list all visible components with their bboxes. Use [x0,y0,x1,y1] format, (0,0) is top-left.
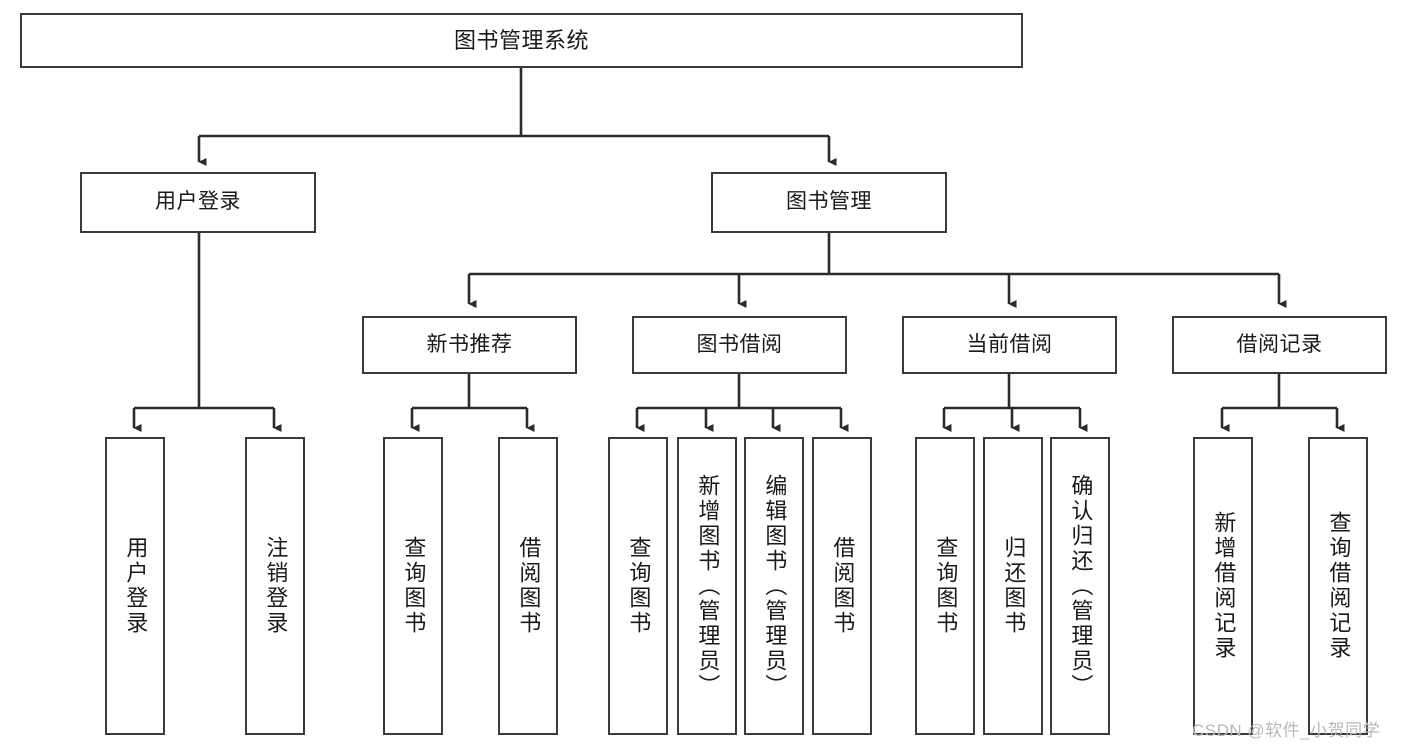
leaf-record-add-record-label: 新增借阅记录 [1211,511,1237,661]
leaf-borrow-add-book[interactable]: 新增图书（管理员） [677,437,737,735]
leaf-borrow-edit-book-label: 编辑图书（管理员） [762,473,788,699]
leaf-recommend-borrow-book[interactable]: 借阅图书 [498,437,558,735]
csdn-watermark: CSDN @软件_小贺同学 [1192,721,1381,740]
leaf-user-login-login[interactable]: 用户登录 [105,437,165,735]
leaf-recommend-query-book-label: 查询图书 [401,536,427,636]
leaf-record-query-record[interactable]: 查询借阅记录 [1308,437,1368,735]
node-current-borrow-label: 当前借阅 [966,332,1053,356]
node-book-borrow[interactable]: 图书借阅 [632,316,847,374]
leaf-user-login-logout-label: 注销登录 [263,536,289,636]
leaf-user-login-logout[interactable]: 注销登录 [245,437,305,735]
node-current-borrow[interactable]: 当前借阅 [902,316,1117,374]
leaf-recommend-borrow-book-label: 借阅图书 [516,536,542,636]
node-borrow-record[interactable]: 借阅记录 [1172,316,1387,374]
leaf-current-return-book-label: 归还图书 [1001,536,1027,636]
node-root-system-label: 图书管理系统 [453,27,589,53]
node-book-management-label: 图书管理 [786,190,872,214]
leaf-current-return-book[interactable]: 归还图书 [983,437,1043,735]
node-borrow-record-label: 借阅记录 [1236,332,1323,356]
leaf-recommend-query-book[interactable]: 查询图书 [383,437,443,735]
leaf-current-query-book[interactable]: 查询图书 [915,437,975,735]
node-book-borrow-label: 图书借阅 [696,332,783,356]
leaf-record-add-record[interactable]: 新增借阅记录 [1193,437,1253,735]
leaf-record-query-record-label: 查询借阅记录 [1326,511,1352,661]
node-new-book-recommend[interactable]: 新书推荐 [362,316,577,374]
leaf-current-confirm-return-label: 确认归还（管理员） [1068,473,1094,699]
leaf-borrow-query-book[interactable]: 查询图书 [608,437,668,735]
node-user-login[interactable]: 用户登录 [80,172,316,233]
node-book-management[interactable]: 图书管理 [711,172,947,233]
leaf-borrow-borrow-book[interactable]: 借阅图书 [812,437,872,735]
node-new-book-recommend-label: 新书推荐 [426,332,513,356]
leaf-borrow-borrow-book-label: 借阅图书 [830,536,856,636]
leaf-borrow-add-book-label: 新增图书（管理员） [695,473,721,699]
leaf-borrow-query-book-label: 查询图书 [626,536,652,636]
leaf-current-query-book-label: 查询图书 [933,536,959,636]
leaf-borrow-edit-book[interactable]: 编辑图书（管理员） [744,437,804,735]
node-root-system[interactable]: 图书管理系统 [20,13,1023,68]
leaf-current-confirm-return[interactable]: 确认归还（管理员） [1050,437,1110,735]
leaf-user-login-login-label: 用户登录 [123,536,149,636]
node-user-login-label: 用户登录 [155,190,241,214]
